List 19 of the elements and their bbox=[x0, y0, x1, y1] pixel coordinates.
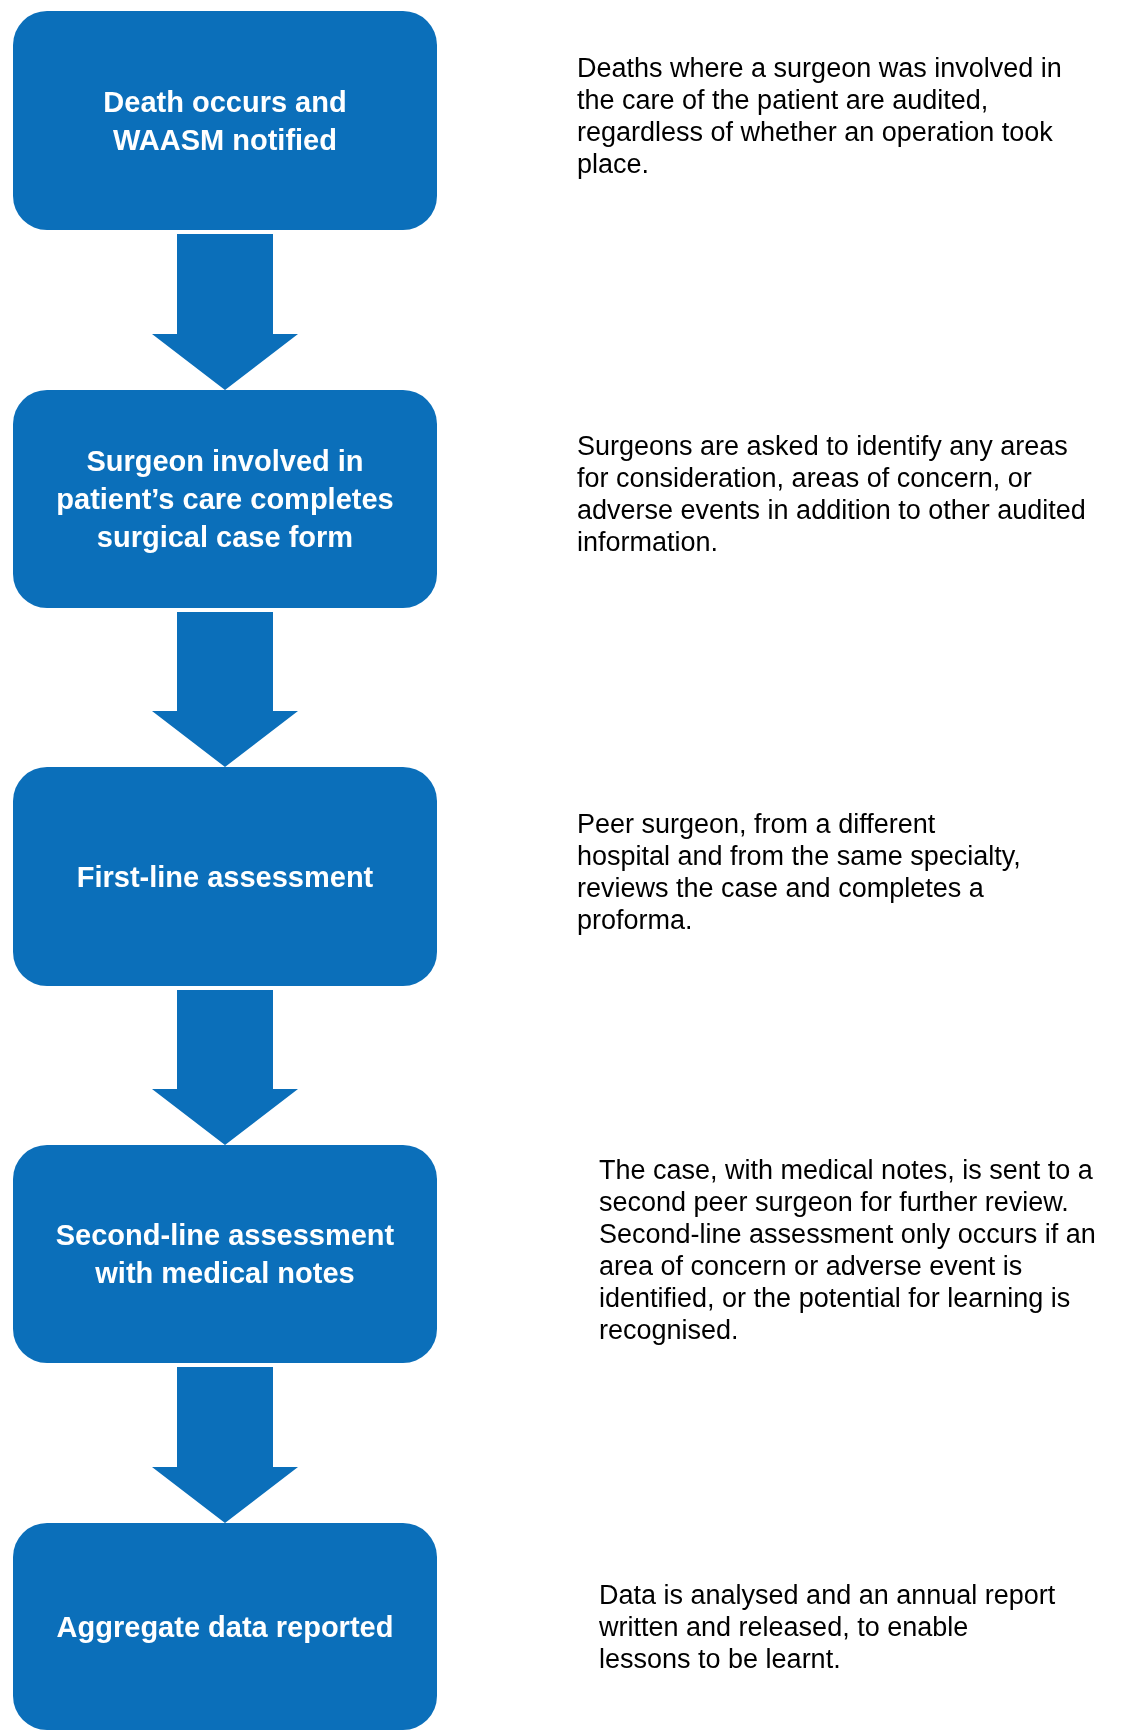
block-arrow bbox=[152, 234, 298, 390]
process-box bbox=[13, 767, 437, 986]
step-description: Peer surgeon, from a different hospital and from the same specialty, reviews the case and completes a proforma. bbox=[577, 808, 1022, 936]
process-box bbox=[13, 1523, 437, 1730]
step-description: Surgeons are asked to identify any areas for consideration, areas of concern, or adverse events in addition to other audited information. bbox=[577, 430, 1087, 558]
step-description: The case, with medical notes, is sent to a second peer surgeon for further review. Second-line assessment only occurs if an area of concern or adverse event is identified, or the potential for learning is recognised. bbox=[599, 1154, 1097, 1346]
block-arrow bbox=[152, 612, 298, 767]
step-title: Aggregate data reported bbox=[56, 1609, 394, 1645]
process-box bbox=[13, 1145, 437, 1363]
process-box bbox=[13, 11, 437, 230]
step-title: First-line assessment bbox=[76, 859, 374, 895]
process-box bbox=[13, 390, 437, 608]
step-title: Death occurs and WAASM notified bbox=[102, 84, 348, 158]
step-description: Data is analysed and an annual report written and released, to enable lessons to be learnt. bbox=[599, 1579, 1057, 1675]
step-title: Surgeon involved in patient’s care completes surgical case form bbox=[55, 444, 395, 555]
step-title: Second-line assessment with medical notes bbox=[54, 1218, 396, 1291]
block-arrow bbox=[152, 1367, 298, 1523]
block-arrow bbox=[152, 990, 298, 1145]
step-description: Deaths where a surgeon was involved in the care of the patient are audited, regardless of whether an operation took place. bbox=[577, 52, 1063, 180]
